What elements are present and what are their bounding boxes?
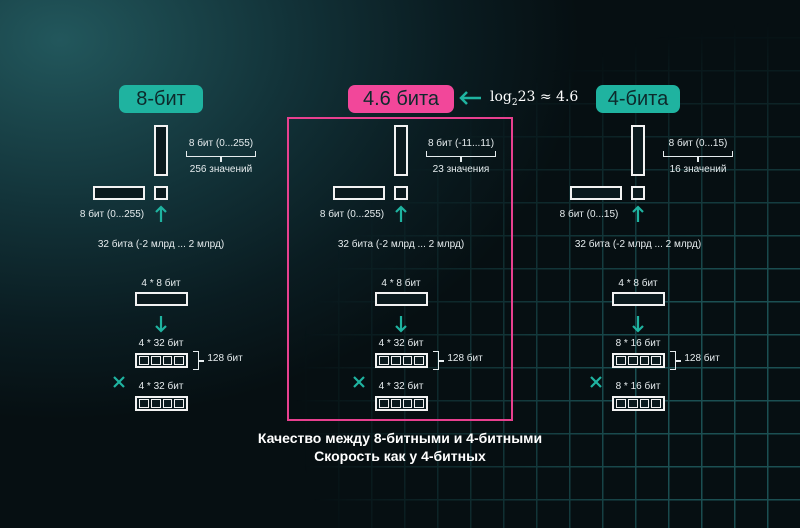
- result-cell: [154, 186, 168, 200]
- bitwidth-badge: 8-бит: [119, 85, 203, 113]
- column-4-6bit: 4.6 бита 8 бит (-11...11) 23 значения 8 …: [240, 0, 500, 528]
- arrow-up-icon: [632, 205, 644, 222]
- formula-log: log: [490, 89, 512, 105]
- size-bracket: [193, 351, 199, 370]
- size-label: 128 бит: [447, 353, 483, 364]
- arrow-down-icon: [632, 316, 644, 333]
- size-bracket: [670, 351, 676, 370]
- multiply-icon: [113, 376, 125, 388]
- weights-register: [375, 396, 428, 411]
- accumulator-label: 32 бита (-2 млрд ... 2 млрд): [97, 239, 225, 250]
- value-count-label: 23 значения: [432, 164, 490, 175]
- value-count-label: 256 значений: [189, 164, 253, 175]
- accumulator-label: 32 бита (-2 млрд ... 2 млрд): [574, 239, 702, 250]
- arrow-left-icon: [459, 91, 481, 105]
- weights-label: 4 * 32 бит: [378, 381, 424, 392]
- value-count-label: 16 значений: [669, 164, 727, 175]
- packed-register: [135, 292, 188, 306]
- weights-label: 4 * 32 бит: [138, 381, 184, 392]
- activation-row-vector: [333, 186, 385, 200]
- activation-row-vector: [93, 186, 145, 200]
- bracket-stem: [676, 360, 681, 362]
- bitwidth-badge: 4.6 бита: [348, 85, 454, 113]
- multiply-icon: [590, 376, 602, 388]
- weight-range-label: 8 бит (0...15): [668, 138, 728, 149]
- accumulator-label: 32 бита (-2 млрд ... 2 млрд): [337, 239, 465, 250]
- bracket-stem: [697, 156, 699, 162]
- weight-range-label: 8 бит (0...255): [188, 138, 254, 149]
- packed-register: [375, 292, 428, 306]
- unpacked-label: 4 * 32 бит: [138, 338, 184, 349]
- formula-base: 2: [511, 97, 518, 108]
- weight-column-vector: [394, 125, 408, 176]
- unpacked-register: [375, 353, 428, 368]
- weights-label: 8 * 16 бит: [615, 381, 661, 392]
- activation-range-label: 8 бит (0...15): [559, 209, 619, 220]
- bracket-stem: [199, 360, 204, 362]
- unpacked-label: 8 * 16 бит: [615, 338, 661, 349]
- result-cell: [394, 186, 408, 200]
- unpacked-label: 4 * 32 бит: [378, 338, 424, 349]
- unpacked-register: [135, 353, 188, 368]
- bracket-stem: [439, 360, 444, 362]
- activation-row-vector: [570, 186, 622, 200]
- footer-line-1: Качество между 8-битными и 4-битными: [257, 430, 543, 446]
- packed-label: 4 * 8 бит: [381, 278, 421, 289]
- bracket-stem: [220, 156, 222, 162]
- activation-range-label: 8 бит (0...255): [79, 209, 145, 220]
- bitwidth-badge: 4-бита: [596, 85, 680, 113]
- size-label: 128 бит: [207, 353, 243, 364]
- size-bracket: [433, 351, 439, 370]
- multiply-icon: [353, 376, 365, 388]
- footer-line-2: Скорость как у 4-битных: [314, 448, 486, 464]
- result-cell: [631, 186, 645, 200]
- weight-column-vector: [631, 125, 645, 176]
- column-8bit: 8-бит 8 бит (0...255) 256 значений 8 бит…: [0, 0, 260, 528]
- formula-rest: 23 ≈ 4.6: [517, 89, 579, 105]
- arrow-down-icon: [395, 316, 407, 333]
- bracket-stem: [460, 156, 462, 162]
- formula: log223 ≈ 4.6: [490, 89, 578, 108]
- weights-register: [612, 396, 665, 411]
- weight-column-vector: [154, 125, 168, 176]
- column-4bit: 4-бита 8 бит (0...15) 16 значений 8 бит …: [477, 0, 737, 528]
- weights-register: [135, 396, 188, 411]
- arrow-up-icon: [155, 205, 167, 222]
- activation-range-label: 8 бит (0...255): [319, 209, 385, 220]
- packed-register: [612, 292, 665, 306]
- unpacked-register: [612, 353, 665, 368]
- packed-label: 4 * 8 бит: [141, 278, 181, 289]
- highlight-frame: [287, 117, 513, 421]
- arrow-down-icon: [155, 316, 167, 333]
- arrow-up-icon: [395, 205, 407, 222]
- size-label: 128 бит: [684, 353, 720, 364]
- weight-range-label: 8 бит (-11...11): [427, 138, 495, 149]
- packed-label: 4 * 8 бит: [618, 278, 658, 289]
